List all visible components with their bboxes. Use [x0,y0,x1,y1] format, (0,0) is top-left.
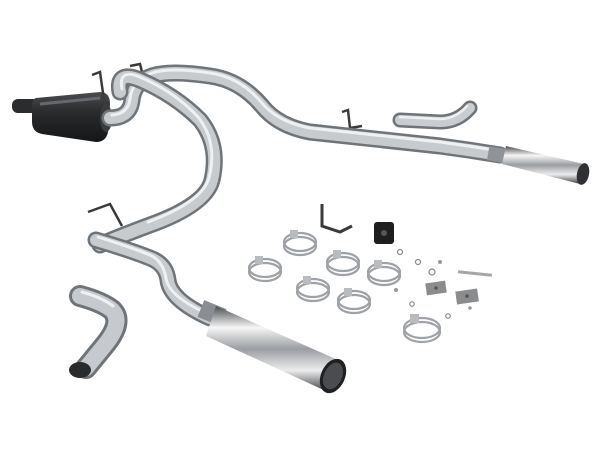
elbow-opening [69,362,91,378]
upper-pipe [101,64,509,164]
hanger-rod [341,108,363,130]
clamp [336,288,372,315]
lower-pipe [87,68,223,327]
short-pipe-piece [392,100,478,130]
tip-opening [576,163,590,185]
tip-body [206,306,338,392]
hanger-rod [91,70,106,101]
clamp [295,276,331,303]
clamp [366,260,402,287]
hardware-kit [247,204,493,344]
muffler-highlight [39,96,101,106]
clamp [402,314,442,344]
bolt [457,270,493,277]
clamp [325,250,361,277]
tip-body [502,146,584,184]
exhaust-tip-right [486,146,590,185]
elbow-pipe [69,285,128,379]
clamp [282,230,318,257]
hanger-rod [87,202,124,227]
muffler-assembly [12,92,112,142]
muffler-body [32,92,110,142]
hanger-bracket [320,204,353,234]
clamp [247,256,283,283]
fasteners [394,248,493,319]
exhaust-tip-left [197,300,347,394]
